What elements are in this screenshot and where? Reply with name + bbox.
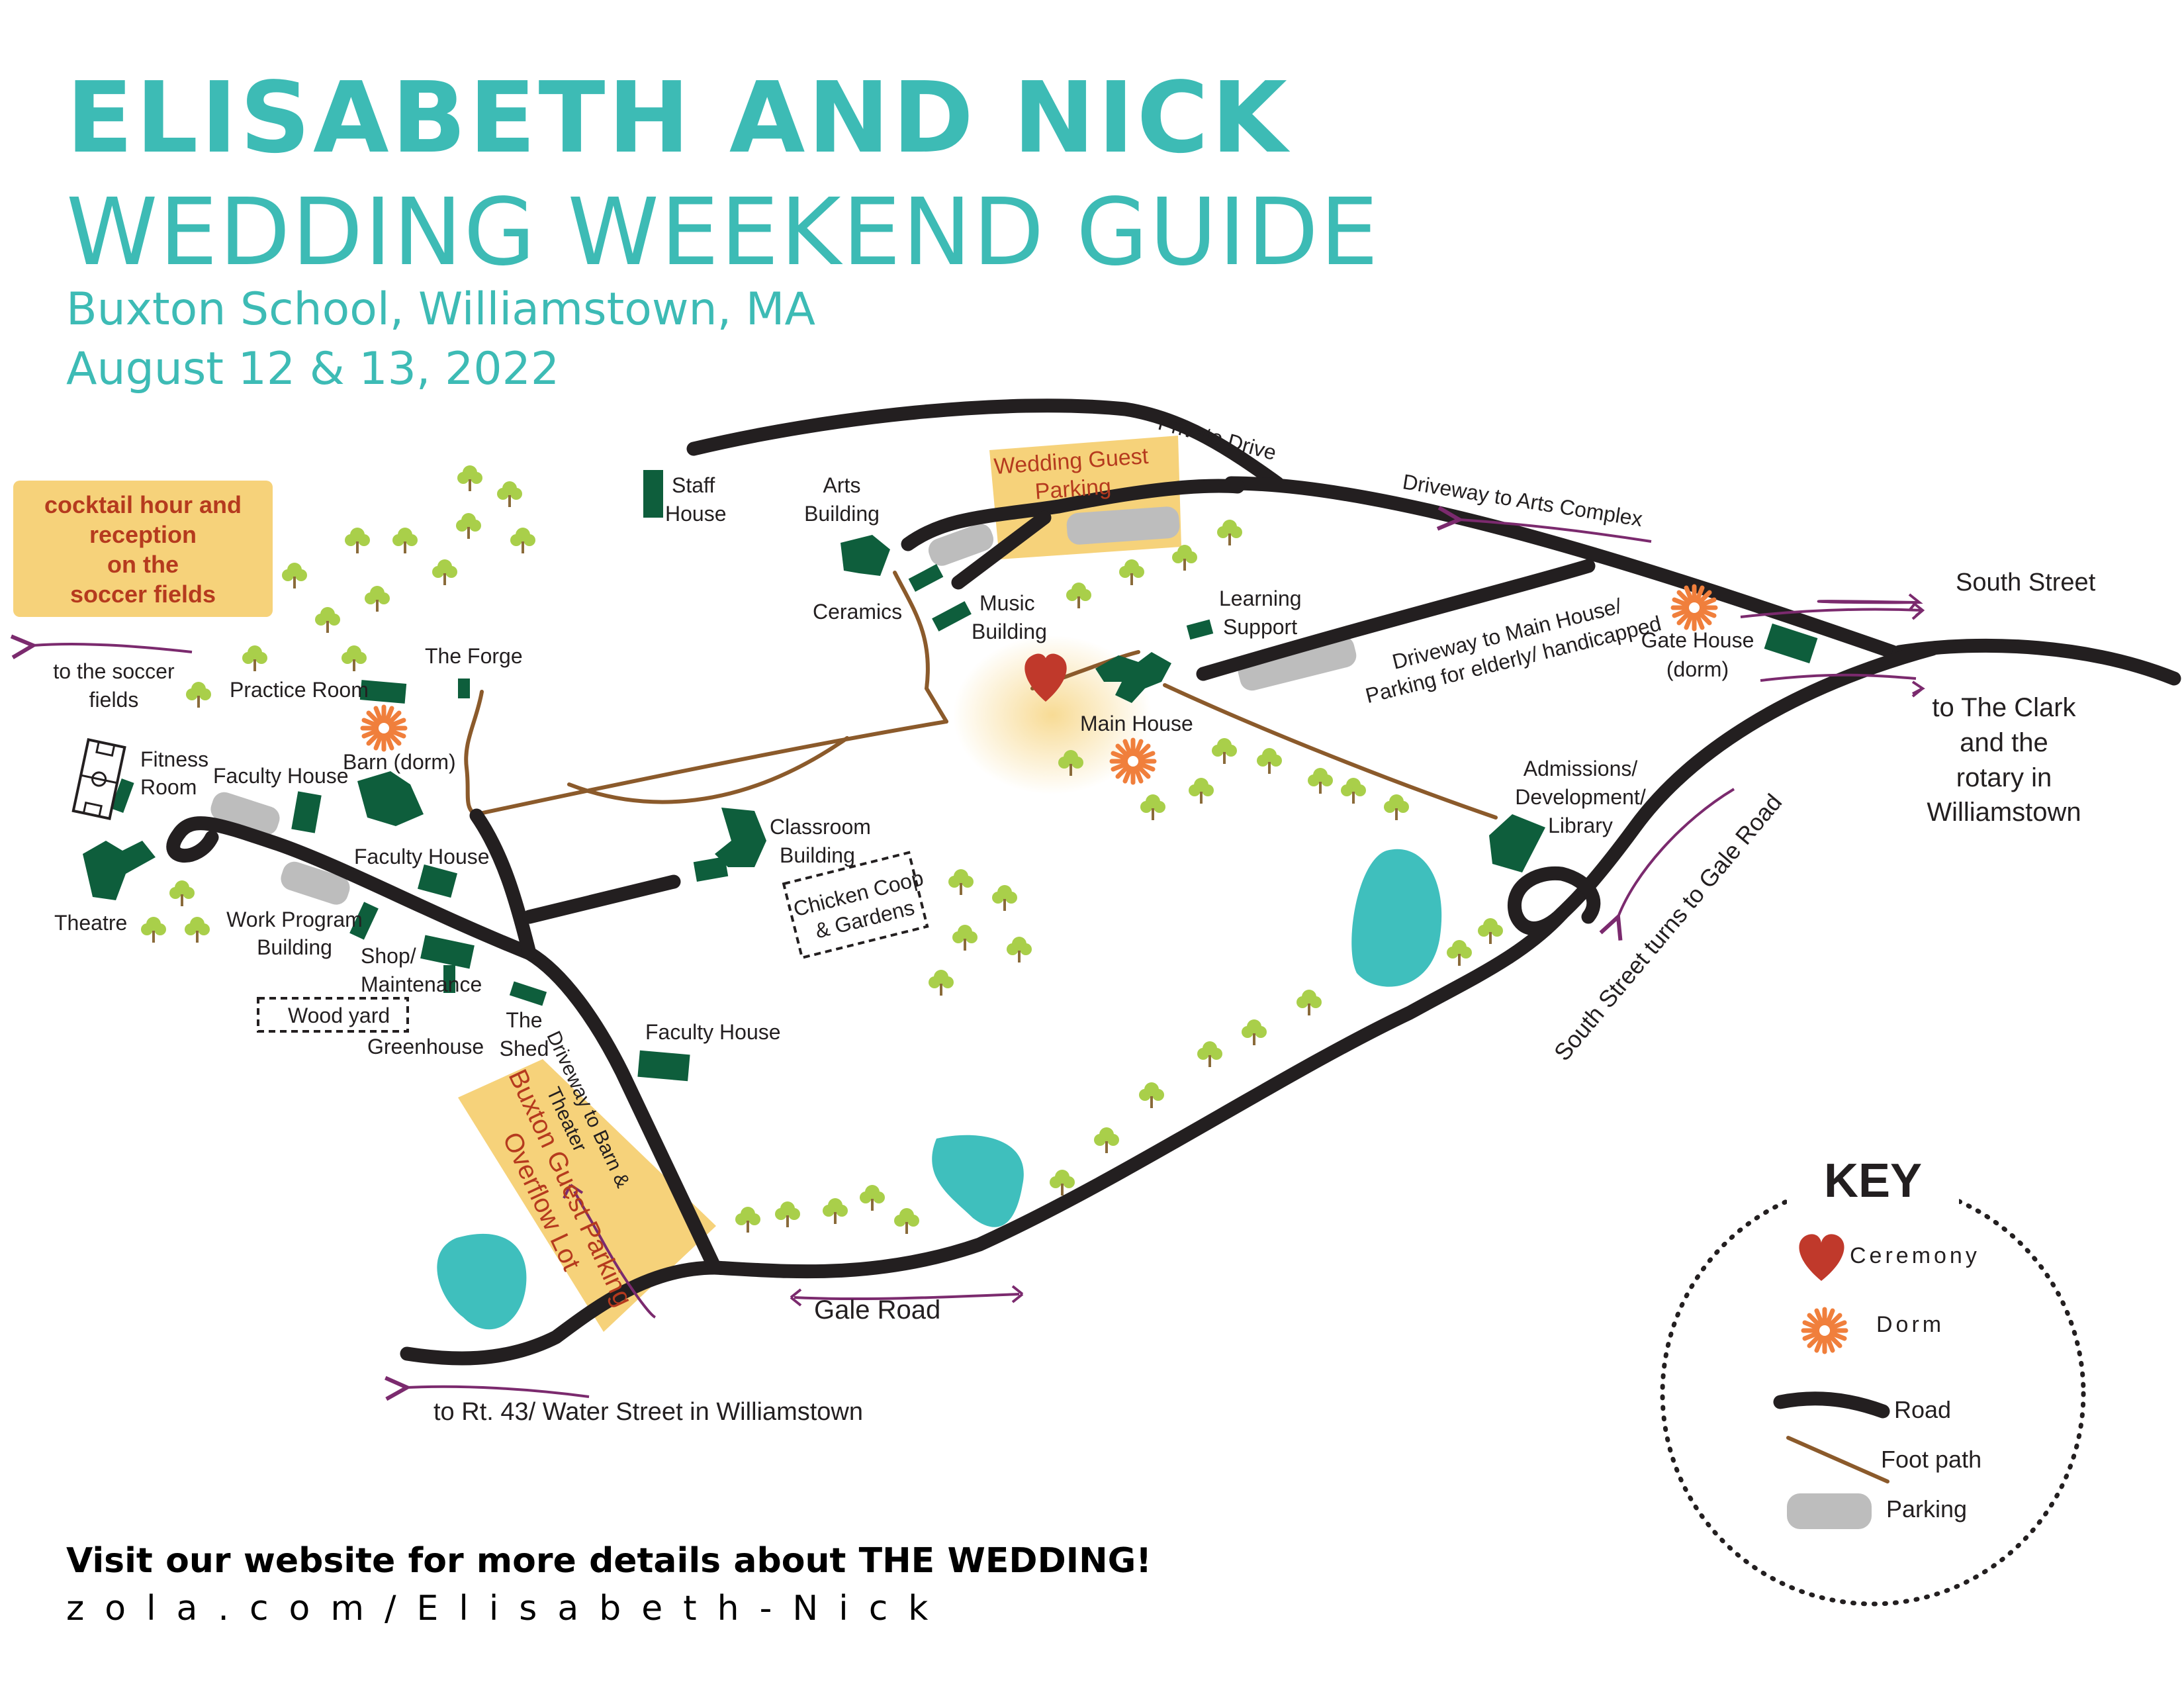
to-clark-line: rotary in xyxy=(1956,763,2052,792)
reception-line: on the xyxy=(107,551,179,578)
roads xyxy=(166,399,2181,1366)
gale-road-label: Gale Road xyxy=(814,1295,940,1325)
faculty-house-label: Faculty House xyxy=(213,764,349,788)
barn-label: Barn (dorm) xyxy=(343,750,456,774)
staff-house-label: House xyxy=(665,502,727,526)
key-heart-icon xyxy=(1799,1234,1844,1281)
gate-house-label: Gate House xyxy=(1641,628,1754,652)
direction-arrows xyxy=(33,520,1923,1397)
building-labels: Staff House Arts Building Ceramics Music… xyxy=(54,473,1754,1060)
to-clark-line: to The Clark xyxy=(1932,693,2076,722)
foot-paths xyxy=(464,571,1498,820)
reception-callout-box xyxy=(13,481,273,617)
to-clark-line: Williamstown xyxy=(1927,798,2081,827)
reception-line: reception xyxy=(89,521,197,548)
ceramics-label: Ceramics xyxy=(813,600,902,624)
key-parking-label: Parking xyxy=(1886,1495,1967,1523)
the-shed-label: Shed xyxy=(500,1037,549,1060)
south-street-label: South Street xyxy=(1956,569,2096,596)
chicken-coop-box xyxy=(782,851,929,960)
reception-callout: cocktail hour and reception on the socce… xyxy=(44,491,242,608)
admissions-label: Admissions/ xyxy=(1524,757,1638,780)
overflow-lot-box xyxy=(458,1059,716,1332)
website-prompt: Visit our website for more details about… xyxy=(66,1541,1152,1581)
to-clark-line: and the xyxy=(1960,728,2048,757)
south-street-arrow xyxy=(1911,601,1925,698)
rt43-label: to Rt. 43/ Water Street in Williamstown xyxy=(433,1398,863,1426)
wood-yard-label: Wood yard xyxy=(288,1004,390,1027)
key-title: KEY xyxy=(1824,1154,1922,1207)
key-ceremony-label: Ceremony xyxy=(1850,1243,1980,1268)
dorm-icon xyxy=(1673,586,1715,629)
arts-complex-drive-label: Driveway to Arts Complex xyxy=(1401,469,1644,531)
pond xyxy=(437,1233,527,1330)
shop-label: Maintenance xyxy=(361,972,482,996)
buildings xyxy=(83,470,1818,1082)
practice-room-label: Practice Room xyxy=(230,678,369,702)
key-foot-path-label: Foot path xyxy=(1881,1446,1981,1473)
learning-support-label: Learning xyxy=(1219,586,1302,610)
dates-label: August 12 & 13, 2022 xyxy=(66,343,560,395)
theatre-label: Theatre xyxy=(54,911,127,935)
fitness-room-label: Room xyxy=(140,775,197,799)
staff-house-label: Staff xyxy=(672,473,715,497)
classroom-label: Building xyxy=(780,843,855,867)
the-forge-label: The Forge xyxy=(425,644,523,668)
arts-building-label: Arts xyxy=(823,473,861,497)
website-url[interactable]: zola.com/Elisabeth-Nick xyxy=(66,1589,949,1628)
parking-pads xyxy=(210,506,1872,1529)
faculty-house-label: Faculty House xyxy=(645,1020,781,1044)
pond xyxy=(932,1135,1024,1227)
music-building-label: Building xyxy=(972,620,1047,643)
main-house-label: Main House xyxy=(1080,712,1193,735)
reception-line: soccer fields xyxy=(70,581,216,608)
key-road-label: Road xyxy=(1894,1396,1951,1423)
the-shed-label: The xyxy=(506,1008,542,1032)
key-dorm-icon xyxy=(1803,1309,1846,1352)
work-program-label: Building xyxy=(257,935,332,959)
faculty-house-label: Faculty House xyxy=(354,845,490,868)
fitness-room-label: Fitness xyxy=(140,747,208,771)
key-foot-path-swatch xyxy=(1786,1436,1889,1483)
soccer-fields-label: fields xyxy=(89,688,139,712)
gate-house-label: (dorm) xyxy=(1666,657,1729,681)
dorm-icon xyxy=(1112,740,1154,782)
soccer-field-icon xyxy=(71,737,126,820)
arts-building-label: Building xyxy=(804,502,880,526)
key-dorm-label: Dorm xyxy=(1876,1312,1944,1337)
learning-support-label: Support xyxy=(1223,615,1297,639)
map-key: KEY Ceremony Dorm Road Foot path Parking xyxy=(1660,1152,2086,1607)
key-border xyxy=(1660,1180,2086,1607)
soccer-fields-label: to the soccer xyxy=(53,659,175,683)
dorm-icon xyxy=(363,707,405,749)
location-label: Buxton School, Williamstown, MA xyxy=(66,283,815,336)
reception-line: cocktail hour and xyxy=(44,491,242,518)
work-program-label: Work Program xyxy=(226,908,363,931)
guest-parking-line: Parking xyxy=(1034,474,1112,504)
greenhouse-label: Greenhouse xyxy=(367,1035,484,1058)
classroom-label: Classroom xyxy=(770,815,871,839)
map-title: ELISABETH AND NICK xyxy=(66,61,1290,175)
shop-label: Shop/ xyxy=(361,944,416,968)
wood-yard-box xyxy=(257,997,409,1033)
admissions-label: Library xyxy=(1548,814,1613,837)
pond xyxy=(1351,849,1442,987)
admissions-label: Development/ xyxy=(1515,785,1646,809)
ceremony-heart-icon xyxy=(1024,653,1067,702)
key-road-swatch xyxy=(1773,1391,1890,1419)
music-building-label: Music xyxy=(979,591,1035,615)
map-subtitle: WEDDING WEEKEND GUIDE xyxy=(66,179,1380,287)
